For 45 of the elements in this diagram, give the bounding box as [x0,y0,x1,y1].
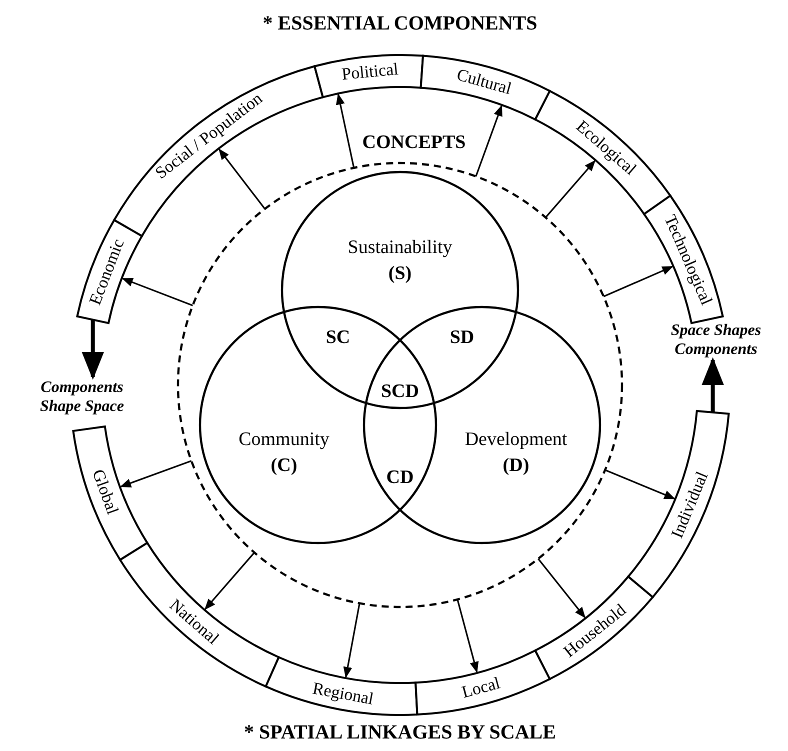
arrow [545,160,596,218]
circle-letter: (S) [388,263,412,285]
segment-label: Regional [310,678,375,710]
segment-label: Global [88,467,122,518]
arrow [122,278,194,306]
ring-segment [418,53,552,122]
arrow [702,357,724,412]
arrow [475,104,502,177]
arrow [336,93,355,168]
ring-segment [626,408,731,600]
ring-segment [118,540,281,689]
circle-letter: (C) [270,455,298,477]
heading: * SPATIAL LINKAGES BY SCALE [244,722,556,744]
arrow [82,320,104,380]
arrow [604,469,676,500]
region-label: SC [326,327,350,349]
arrow [456,599,479,673]
ring-segment [112,64,325,239]
note-text: Components Shape Space [39,378,125,416]
arrow [218,148,266,210]
arrow [538,558,586,618]
region-label: SD [450,327,474,349]
circle-label: Sustainability [348,237,452,259]
note-text: Space Shapes Components [670,321,762,359]
ring-segment [71,424,150,562]
segment-label: Political [340,60,400,86]
circle-label: Development [464,429,568,451]
venn-circle [282,172,518,408]
region-label: CD [386,467,414,489]
concepts-heading: CONCEPTS [362,132,466,154]
arrow [343,603,360,678]
arrow [204,552,255,610]
circle-letter: (D) [502,455,530,477]
ring-segment [533,574,655,682]
circle-label: Community [238,429,330,451]
segment-label: Local [460,674,503,703]
segment-label: Cultural [454,65,514,100]
region-label: SCD [381,381,419,403]
arrow [120,460,192,488]
venn-circle [364,307,600,543]
venn-circle [200,307,436,543]
heading: * ESSENTIAL COMPONENTS [262,12,538,36]
arrow [603,266,674,298]
ring-segment [413,648,552,717]
ring-segment [75,218,144,326]
